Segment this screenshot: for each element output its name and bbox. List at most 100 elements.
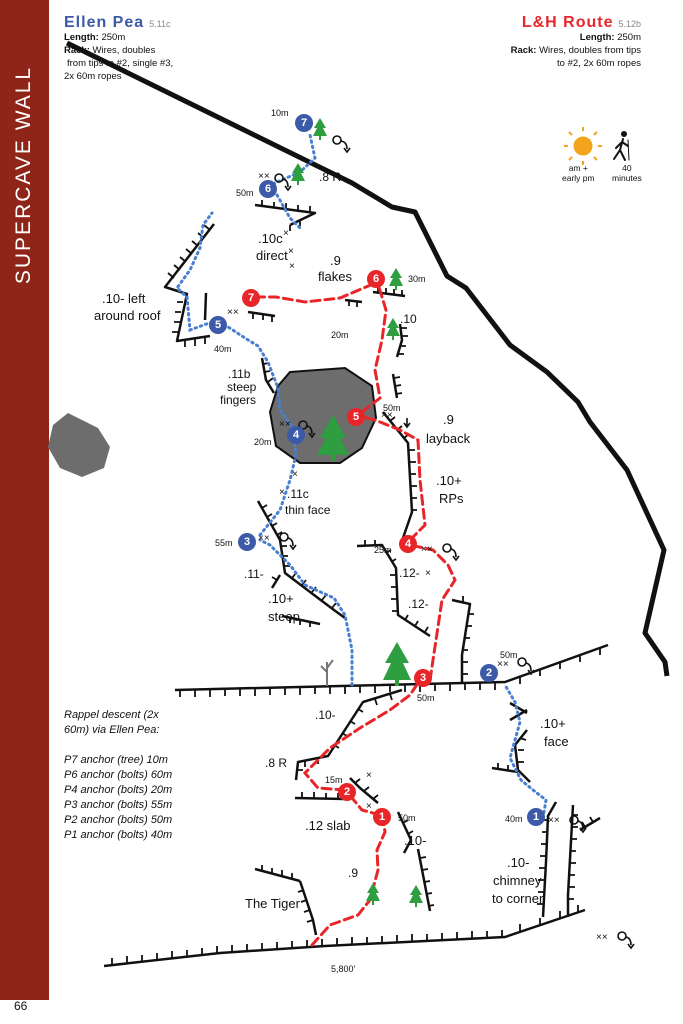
svg-text:×: × xyxy=(366,770,372,781)
svg-text:××: ×× xyxy=(279,419,291,430)
belay-blue-2: 2 xyxy=(480,664,498,682)
pitch-grade: .12- xyxy=(399,566,420,580)
belay-blue-4: 4 xyxy=(287,426,305,444)
svg-text:×: × xyxy=(425,568,431,579)
svg-text:×: × xyxy=(292,469,298,480)
pitch-grade: .8 R xyxy=(265,756,288,770)
route-grade: 5.12b xyxy=(618,19,641,29)
rappel-icon xyxy=(274,135,635,950)
pitch-length: 20m xyxy=(254,437,272,447)
pitch-length: 30m xyxy=(408,274,426,284)
pitch-grade: .10+ xyxy=(268,591,294,606)
pitch-length: 15m xyxy=(325,775,343,785)
pitch-grade: .9 xyxy=(330,253,341,268)
belay-red-7: 7 xyxy=(242,289,260,307)
dead-tree-icon xyxy=(320,659,334,686)
elevation: 5,800’ xyxy=(331,964,356,974)
pitch-length: 50m xyxy=(500,650,518,660)
belay-red-3: 3 xyxy=(414,669,432,687)
route-name: L&H Route xyxy=(521,14,614,31)
descent-anchor: P3 anchor (bolts) 55m xyxy=(64,799,173,811)
pitch-note: fingers xyxy=(220,393,257,407)
descent-anchor: P2 anchor (bolts) 50m xyxy=(64,814,173,826)
hiker-icon xyxy=(613,131,630,161)
pitch-grade: .11c xyxy=(287,487,309,501)
rack-line: from tips to #2, single #3, xyxy=(67,58,174,69)
pitch-length: 50m xyxy=(417,693,435,703)
pitch-grade: .10- xyxy=(507,855,530,870)
ellen-pea-header: Ellen Pea 5.11c Length: 250m Rack: Wires,… xyxy=(64,14,174,83)
descent-anchor: P6 anchor (bolts) 60m xyxy=(64,769,173,781)
pitch-grade: .12- xyxy=(408,597,429,611)
pitch-note: steep xyxy=(268,609,300,624)
rack-label: Rack: xyxy=(510,45,537,56)
svg-text:××: ×× xyxy=(258,533,270,544)
pitch-length: 50m xyxy=(398,813,416,823)
pitch-grade: .11- xyxy=(244,567,264,581)
belay-blue-7: 7 xyxy=(295,114,313,132)
pitch-grade: .10c xyxy=(258,231,283,246)
route-name: Ellen Pea xyxy=(64,14,145,31)
pitch-length: 20m xyxy=(331,330,349,340)
belay-blue-5: 5 xyxy=(209,316,227,334)
pitch-length: 50m xyxy=(236,188,254,198)
pitch-grade: .12 slab xyxy=(305,818,351,833)
svg-text:×: × xyxy=(289,261,295,272)
descent-anchor: P1 anchor (bolts) 40m xyxy=(64,829,173,841)
length-label: Length: xyxy=(64,32,99,43)
svg-text:××: ×× xyxy=(596,932,608,943)
pitch-note: chimney xyxy=(493,873,542,888)
pitch-grade: .10- xyxy=(404,833,427,848)
pitch-note: to corner xyxy=(492,891,544,906)
pitch-note: flakes xyxy=(318,269,352,284)
pitch-grade: .9 xyxy=(348,866,359,880)
descent-anchor: P7 anchor (tree) 10m xyxy=(64,754,168,766)
pitch-length: 40m xyxy=(214,344,232,354)
svg-text:××: ×× xyxy=(548,815,560,826)
pitch-length: 50m xyxy=(383,403,401,413)
belay-blue-1: 1 xyxy=(527,808,545,826)
pitch-note: steep xyxy=(227,380,257,394)
approach-caption: 40 minutes xyxy=(612,163,642,183)
svg-text:××: ×× xyxy=(381,410,393,421)
svg-text:×: × xyxy=(283,228,289,239)
belay-red-1: 1 xyxy=(373,808,391,826)
belay-blue-6: 6 xyxy=(259,180,277,198)
svg-text:×: × xyxy=(366,801,372,812)
pitch-grade: .10- xyxy=(315,708,336,722)
belay-red-5: 5 xyxy=(347,408,365,426)
length-value: 250m xyxy=(98,32,126,43)
rappel-descent-notes: Rappel descent (2x 60m) via Ellen Pea: P… xyxy=(64,708,172,843)
descent-title: Rappel descent (2x xyxy=(64,709,159,721)
belay-red-4: 4 xyxy=(399,535,417,553)
pitch-grade: .11b xyxy=(228,367,251,381)
feature-name: The Tiger xyxy=(245,896,300,911)
pitch-length: 25m xyxy=(374,545,392,555)
belay-red-6: 6 xyxy=(367,270,385,288)
pitch-note: around roof xyxy=(94,308,161,323)
rack-label: Rack: xyxy=(64,45,90,56)
sun-icon xyxy=(564,127,602,165)
pitch-grade: .9 xyxy=(443,412,454,427)
length-label: Length: xyxy=(579,32,615,43)
belay-red-2: 2 xyxy=(338,783,356,801)
skyline xyxy=(65,40,670,677)
pitch-length: 40m xyxy=(505,814,523,824)
page-number: 66 xyxy=(14,999,28,1013)
route-grade: 5.11c xyxy=(149,19,171,29)
svg-text:××: ×× xyxy=(421,544,433,555)
pitch-grade: .10- left xyxy=(102,291,146,306)
svg-text:××: ×× xyxy=(497,659,509,670)
rack-line: 2x 60m ropes xyxy=(64,71,122,82)
svg-text:××: ×× xyxy=(258,171,270,182)
sun-caption: am + early pm xyxy=(562,163,595,183)
pitch-note: layback xyxy=(426,431,471,446)
pitch-note: thin face xyxy=(285,503,331,517)
pitch-note: RPs xyxy=(439,491,464,506)
descent-title: 60m) via Ellen Pea: xyxy=(64,724,160,736)
pitch-grade: .8 R xyxy=(319,170,342,184)
cave-blob xyxy=(48,413,110,477)
rack-line: Wires, doubles xyxy=(89,45,156,56)
pitch-grade: .10+ xyxy=(436,473,462,488)
